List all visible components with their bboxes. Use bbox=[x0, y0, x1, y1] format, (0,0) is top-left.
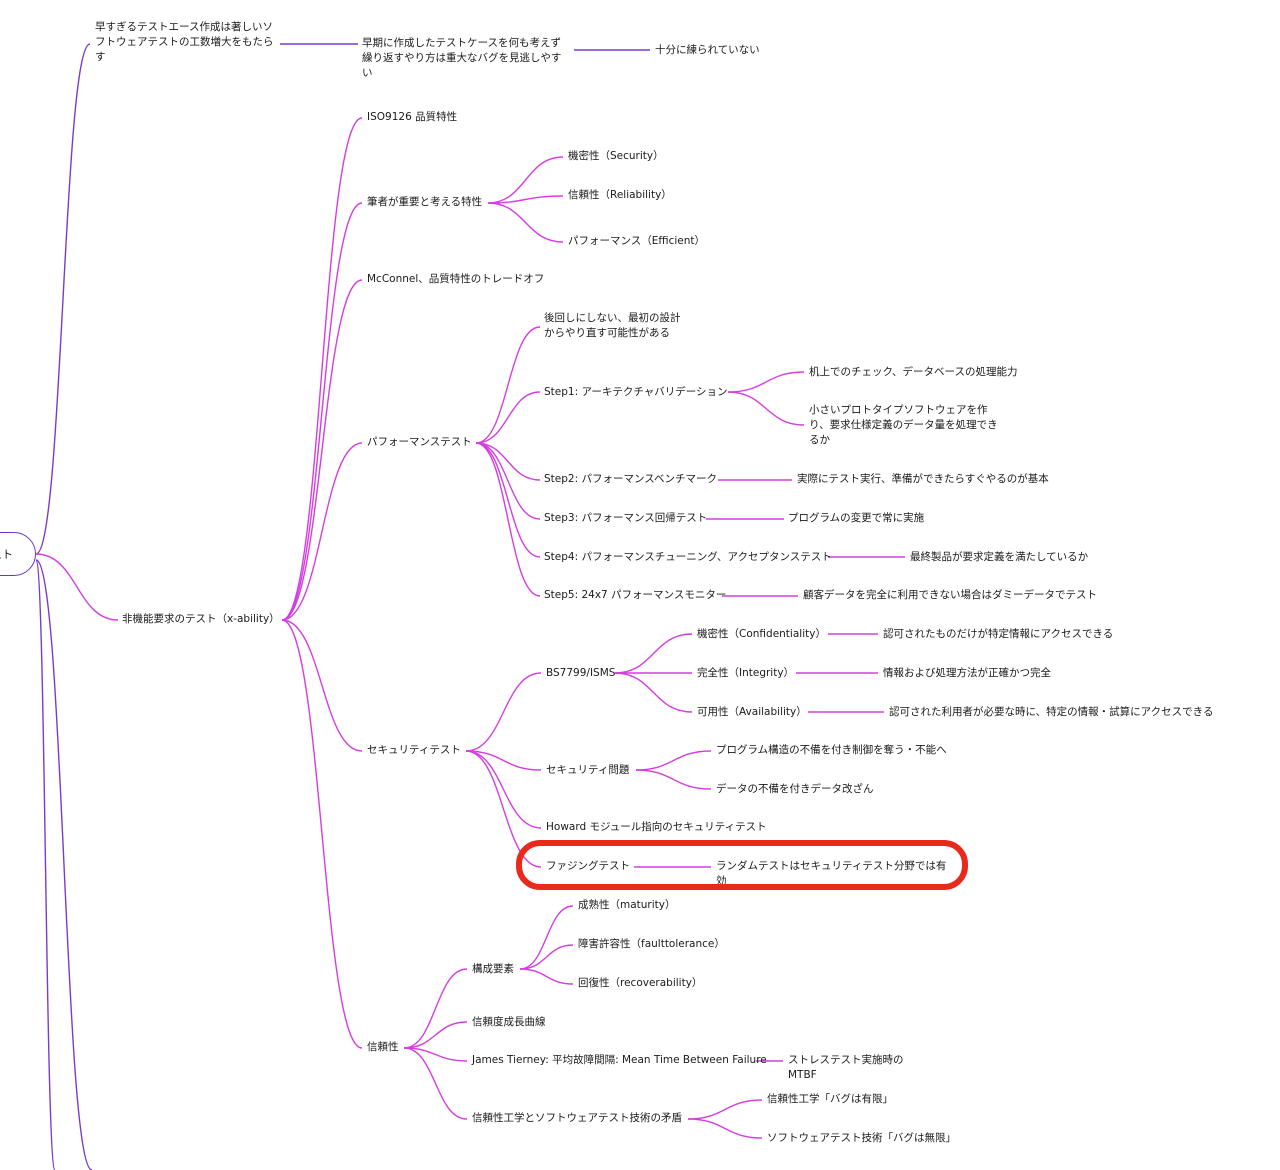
node-security-q[interactable]: 機密性（Security） bbox=[568, 150, 664, 162]
node-step1-b[interactable]: 小さいプロトタイプソフトウェアを作り、要求仕様定義のデータ量を処理できるか bbox=[809, 404, 998, 446]
node-early-case[interactable]: 早期に作成したテストケースを何も考えず繰り返すやり方は重大なバグを見逃しやすい bbox=[362, 37, 562, 79]
node-step1-a[interactable]: 机上でのチェック、データベースの処理能力 bbox=[809, 366, 1018, 378]
node-perf-test[interactable]: パフォーマンステスト bbox=[367, 436, 472, 448]
connector-line bbox=[519, 905, 574, 970]
node-integrity[interactable]: 完全性（Integrity） bbox=[697, 667, 795, 679]
node-step4[interactable]: Step4: パフォーマンスチューニング、アクセプタンステスト bbox=[544, 551, 832, 563]
connector-line bbox=[403, 1047, 468, 1062]
node-step1[interactable]: Step1: アーキテクチャバリデーション bbox=[544, 386, 728, 398]
node-fault[interactable]: 障害許容性（faulttolerance） bbox=[578, 938, 725, 950]
connector-line bbox=[403, 1021, 468, 1049]
node-author[interactable]: 筆者が重要と考える特性 bbox=[367, 196, 483, 208]
connector-line bbox=[475, 442, 541, 520]
connector-line bbox=[281, 619, 363, 1049]
connector-line bbox=[281, 619, 363, 752]
node-availability-a[interactable]: 認可された利用者が必要な時に、特定の情報・試算にアクセスできる bbox=[889, 706, 1214, 718]
node-reliability-q[interactable]: 信頼性（Reliability） bbox=[568, 189, 672, 201]
node-step2-a[interactable]: 実際にテスト実行、準備ができたらすぐやるのが基本 bbox=[797, 473, 1049, 485]
node-conflict-a[interactable]: 信頼性工学「バグは有限」 bbox=[767, 1093, 893, 1105]
node-confidentiality[interactable]: 機密性（Confidentiality） bbox=[697, 628, 826, 640]
connector-line bbox=[475, 391, 541, 444]
connector-line bbox=[281, 279, 363, 621]
node-iso[interactable]: ISO9126 品質特性 bbox=[367, 111, 458, 123]
node-bs7799[interactable]: BS7799/ISMS bbox=[546, 667, 616, 679]
connector-line bbox=[475, 442, 541, 481]
node-components[interactable]: 構成要素 bbox=[472, 963, 514, 975]
node-nonfunc[interactable]: 非機能要求のテスト（x-ability） bbox=[122, 613, 280, 625]
node-conflict[interactable]: 信頼性工学とソフトウェアテスト技術の矛盾 bbox=[472, 1112, 682, 1124]
node-step2[interactable]: Step2: パフォーマンスベンチマーク bbox=[544, 473, 718, 485]
root-node[interactable]: スト bbox=[0, 532, 36, 576]
connector-line bbox=[281, 442, 363, 621]
node-performance-q[interactable]: パフォーマンス（Efficient） bbox=[568, 235, 705, 247]
node-step3-a[interactable]: プログラムの変更で常に実施 bbox=[788, 512, 925, 524]
node-not-refined[interactable]: 十分に練られていない bbox=[655, 44, 760, 56]
node-reliability[interactable]: 信頼性 bbox=[367, 1041, 399, 1053]
node-sec-issue-a[interactable]: プログラム構造の不備を付き制御を奪う・不能へ bbox=[716, 744, 947, 756]
node-mtbf[interactable]: James Tierney: 平均故障間隔: Mean Time Between… bbox=[472, 1054, 767, 1066]
connector-line bbox=[519, 944, 574, 970]
connector-line bbox=[635, 769, 712, 790]
node-howard[interactable]: Howard モジュール指向のセキュリティテスト bbox=[546, 821, 767, 833]
connector-line bbox=[465, 750, 542, 829]
branch-line-lower-b bbox=[35, 559, 93, 1170]
connector-line bbox=[687, 1099, 763, 1120]
node-step5[interactable]: Step5: 24x7 パフォーマンスモニター bbox=[544, 589, 727, 601]
connector-line bbox=[403, 1047, 468, 1120]
node-fuzzing-a[interactable]: ランダムテストはセキュリティテスト分野では有効 bbox=[716, 860, 947, 887]
node-sec-test[interactable]: セキュリティテスト bbox=[367, 744, 461, 756]
connector-line bbox=[614, 633, 693, 674]
node-sec-issue-b[interactable]: データの不備を付きデータ改ざん bbox=[716, 783, 874, 795]
branch-line-lower-a bbox=[35, 559, 56, 1170]
node-sec-issue[interactable]: セキュリティ問題 bbox=[546, 764, 630, 776]
connector-line bbox=[475, 442, 541, 597]
connector-line bbox=[465, 750, 542, 868]
node-growth[interactable]: 信頼度成長曲線 bbox=[472, 1016, 546, 1028]
branch-line-nonfunc bbox=[35, 553, 119, 621]
node-conflict-b[interactable]: ソフトウェアテスト技術「バグは無限」 bbox=[767, 1132, 956, 1144]
root-label: スト bbox=[0, 548, 13, 561]
node-step5-a[interactable]: 顧客データを完全に利用できない場合はダミーデータでテスト bbox=[803, 589, 1097, 601]
connector-line bbox=[687, 1118, 763, 1139]
connector-line bbox=[635, 750, 712, 771]
connector-line bbox=[475, 442, 541, 558]
node-mtbf-a[interactable]: ストレステスト実施時のMTBF bbox=[788, 1054, 904, 1081]
connector-line bbox=[727, 391, 805, 426]
branch-line-early bbox=[35, 43, 91, 555]
node-confidentiality-a[interactable]: 認可されたものだけが特定情報にアクセスできる bbox=[883, 628, 1114, 640]
node-mcconnel[interactable]: McConnel、品質特性のトレードオフ bbox=[367, 273, 545, 285]
connector-line bbox=[727, 371, 805, 393]
connector-line bbox=[487, 195, 564, 204]
connector-line bbox=[614, 672, 693, 713]
connector-line bbox=[465, 750, 542, 771]
connector-line bbox=[281, 117, 363, 621]
node-early-test[interactable]: 早すぎるテストエース作成は著しいソフトウェアテストの工数増大をもたらす bbox=[95, 21, 274, 63]
connector-line bbox=[475, 326, 541, 444]
node-step3[interactable]: Step3: パフォーマンス回帰テスト bbox=[544, 512, 708, 524]
connector-line bbox=[487, 202, 564, 243]
node-perf-early[interactable]: 後回しにしない、最初の設計からやり直す可能性がある bbox=[544, 312, 681, 339]
node-integrity-a[interactable]: 情報および処理方法が正確かつ完全 bbox=[883, 667, 1051, 679]
node-maturity[interactable]: 成熟性（maturity） bbox=[578, 899, 676, 911]
node-fuzzing[interactable]: ファジングテスト bbox=[546, 860, 630, 872]
connector-line bbox=[487, 156, 564, 204]
node-availability[interactable]: 可用性（Availability） bbox=[697, 706, 807, 718]
connector-line bbox=[519, 968, 574, 985]
node-recover[interactable]: 回復性（recoverability） bbox=[578, 977, 703, 989]
connector-line bbox=[403, 968, 468, 1049]
node-step4-a[interactable]: 最終製品が要求定義を満たしているか bbox=[910, 551, 1089, 563]
connector-line bbox=[465, 672, 542, 752]
connector-line bbox=[281, 202, 363, 621]
